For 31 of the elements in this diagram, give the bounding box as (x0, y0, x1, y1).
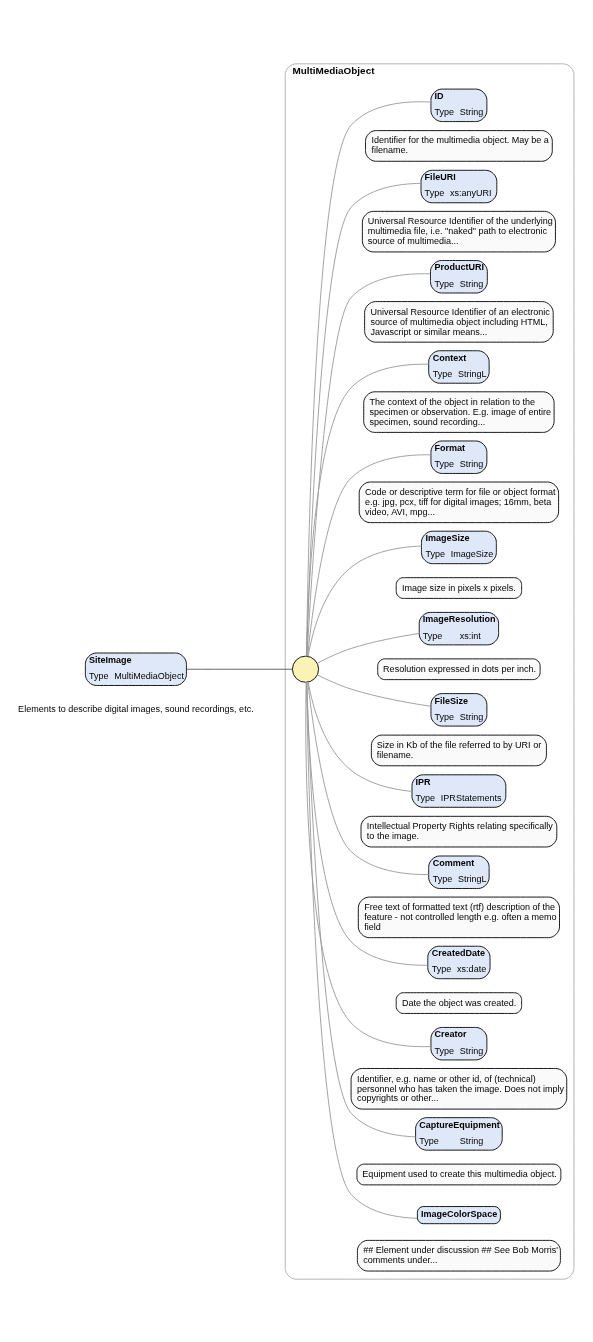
connector (186, 668, 293, 670)
node-label: Code or descriptive term for file or object format e.g. jpg, pcx, tiff for digital images; 16mm, beta video, AVI, mpg... (365, 486, 556, 517)
connector (306, 681, 418, 1219)
label: Elements to describe digital images, sound recordings, etc. (18, 703, 254, 714)
node-circle (292, 655, 320, 683)
node-label: Intellectual Property Rights relating specifically to the image. (366, 820, 553, 841)
node-label: The context of the object in relation to the specimen or observation. E.g. image of entire specimen, sound recording... (369, 396, 552, 427)
connector (317, 674, 432, 707)
connector (307, 681, 413, 792)
node-label: Identifier, e.g. name or other id, of (technical) personnel who has taken the image. Does not imply copyrights or other... (356, 1073, 564, 1103)
connector (307, 453, 432, 657)
node-label: ## Element under discussion ## See Bob Morris' comments under... (363, 1244, 558, 1265)
node-label: Resolution expressed in dots per inch. (383, 663, 536, 674)
connector (306, 681, 416, 1137)
node-label: Date the object was created. (402, 997, 517, 1008)
node-label: Image size in pixels x pixels. (402, 582, 516, 593)
connector (307, 545, 422, 657)
connector (305, 681, 432, 1047)
node-label: Identifier for the multimedia object. May be a filename. (371, 134, 549, 155)
node-label: Size in Kb of the file referred to by URI or filename. (376, 739, 542, 760)
node-label: Universal Resource Identifier of the underlying multimedia file, i.e. "naked" path to electronic source of multimedia... (367, 215, 553, 246)
connector (306, 100, 432, 657)
node-label: Equipment used to create this multimedia object. (362, 1168, 557, 1179)
connector (317, 632, 420, 664)
connector (306, 363, 429, 657)
node-label: Free text of formatted text (rtf) description of the feature - not controlled length e.g. often a memo field (364, 901, 557, 932)
connector (306, 272, 431, 657)
node-label: Universal Resource Identifier of an electronic source of multimedia object including HTML, Javascript or similar means... (370, 306, 550, 337)
connector (307, 681, 429, 875)
connector (306, 182, 422, 656)
connector (306, 681, 429, 966)
